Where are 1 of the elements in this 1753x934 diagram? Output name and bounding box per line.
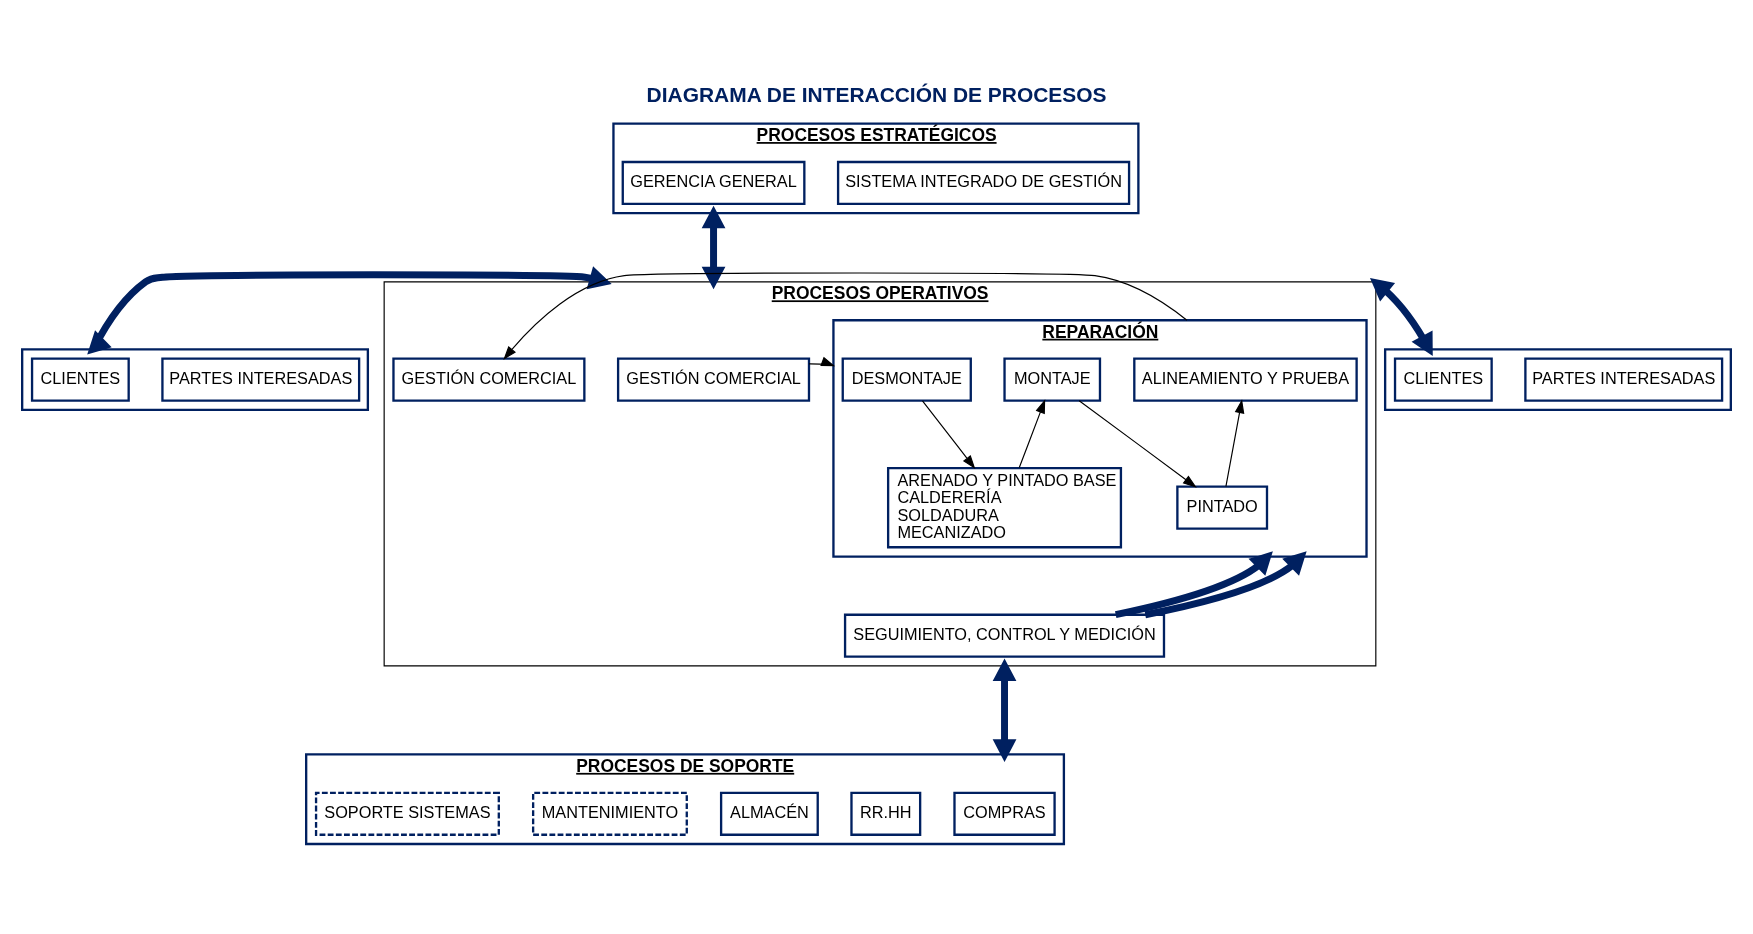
diagram-title: DIAGRAMA DE INTERACCIÓN DE PROCESOS <box>646 82 1107 106</box>
